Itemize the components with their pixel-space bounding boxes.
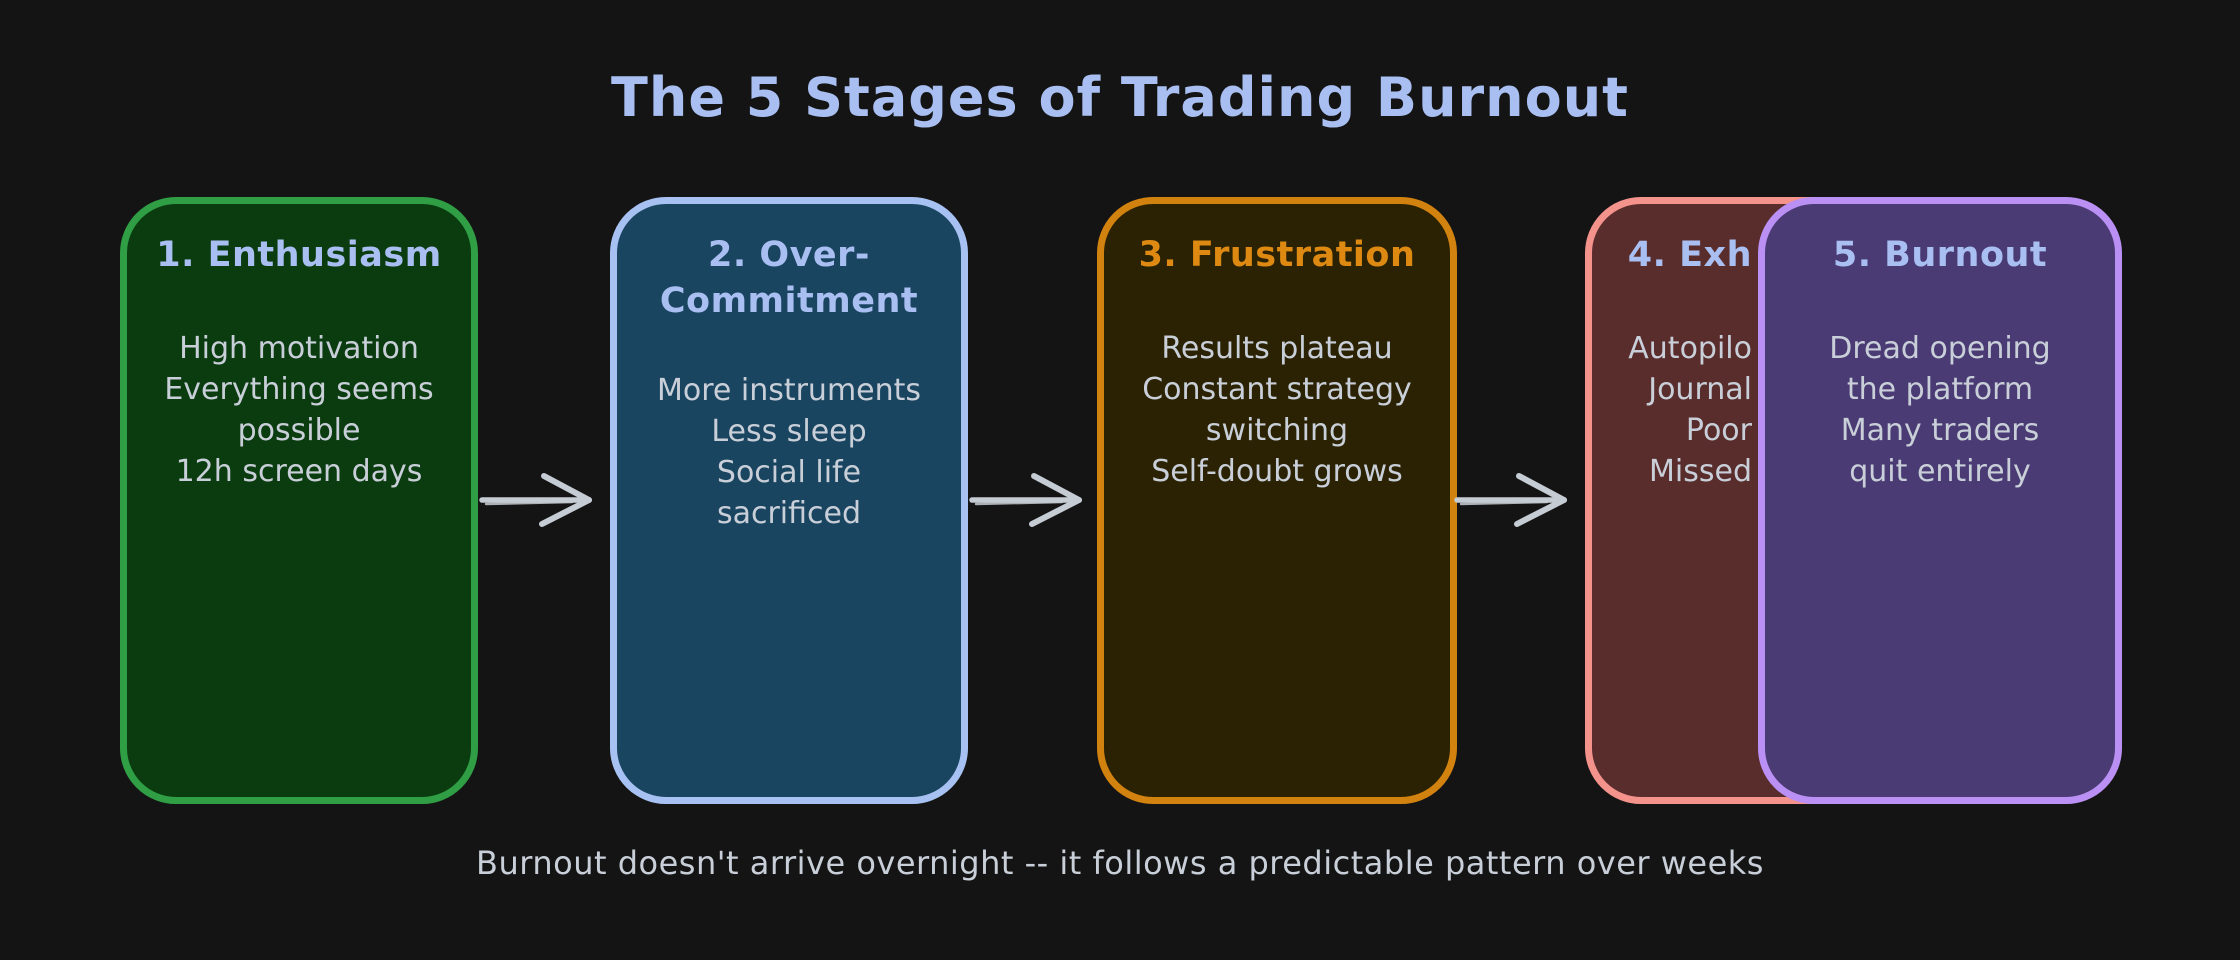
stage-4-body-line: Missed	[1649, 454, 1752, 489]
stage-3-body: Results plateau Constant strategy switch…	[1104, 328, 1450, 492]
stage-1-body: High motivation Everything seems possibl…	[127, 328, 471, 492]
arrow-right-icon	[1454, 473, 1567, 527]
stage-5-body-line: the platform	[1846, 372, 2034, 407]
stage-5-body-line: Dread opening	[1829, 331, 2051, 366]
stage-3-header: 3. Frustration	[1104, 232, 1450, 278]
stage-1-body-line: 12h screen days	[175, 454, 423, 489]
stage-4-header-line: 4. Exh	[1627, 235, 1752, 275]
arrow-right-icon	[969, 473, 1082, 527]
stage-card-enthusiasm: 1. Enthusiasm High motivation Everything…	[120, 197, 478, 804]
stage-1-body-line: High motivation	[179, 331, 419, 366]
stage-4-body: Autopilo Journal Poor Missed	[1592, 328, 1938, 492]
diagram-title: The 5 Stages of Trading Burnout	[611, 66, 1629, 129]
flow-arrow-2-3	[968, 468, 1098, 532]
stage-3-body-line: Results plateau	[1161, 331, 1393, 366]
stage-2-body-line: More instruments	[656, 373, 922, 408]
stage-5-header: 5. Burnout	[1765, 232, 2115, 278]
stage-2-header-line: 2. Over-	[708, 235, 870, 275]
stage-2-body: More instruments Less sleep Social life …	[617, 370, 961, 534]
stage-5-body-line: Many traders	[1840, 413, 2040, 448]
stage-4-body-line: Poor	[1685, 413, 1752, 448]
diagram-caption: Burnout doesn't arrive overnight -- it f…	[476, 844, 1764, 882]
stage-5-body-line: quit entirely	[1849, 454, 2031, 489]
flow-arrow-1-2	[478, 468, 608, 532]
stage-4-body-line: Autopilo	[1628, 331, 1752, 366]
stage-3-header-line: 3. Frustration	[1138, 235, 1416, 275]
arrow-right-icon	[479, 473, 592, 527]
stage-4-header: 4. Exh	[1592, 232, 1938, 278]
stage-2-body-line: sacrificed	[716, 496, 862, 531]
stage-1-header-line: 1. Enthusiasm	[156, 235, 442, 275]
stage-3-body-line: switching	[1205, 413, 1349, 448]
stage-2-header-line: Commitment	[659, 281, 919, 321]
stage-2-body-line: Less sleep	[711, 414, 867, 449]
stage-card-burnout: 5. Burnout Dread opening the platform Ma…	[1758, 197, 2122, 804]
stage-5-body: Dread opening the platform Many traders …	[1765, 328, 2115, 492]
stage-1-body-line: possible	[237, 413, 361, 448]
stage-card-over-commitment: 2. Over- Commitment More instruments Les…	[610, 197, 968, 804]
stage-1-body-line: Everything seems	[164, 372, 434, 407]
stage-2-body-line: Social life	[716, 455, 862, 490]
stage-3-body-line: Constant strategy	[1142, 372, 1412, 407]
stage-card-frustration: 3. Frustration Results plateau Constant …	[1097, 197, 1457, 804]
flow-arrow-3-4	[1453, 468, 1583, 532]
stage-5-header-line: 5. Burnout	[1832, 235, 2048, 275]
stage-1-header: 1. Enthusiasm	[127, 232, 471, 278]
stage-2-header: 2. Over- Commitment	[617, 232, 961, 324]
stage-3-body-line: Self-doubt grows	[1151, 454, 1403, 489]
stage-4-body-line: Journal	[1648, 372, 1752, 407]
